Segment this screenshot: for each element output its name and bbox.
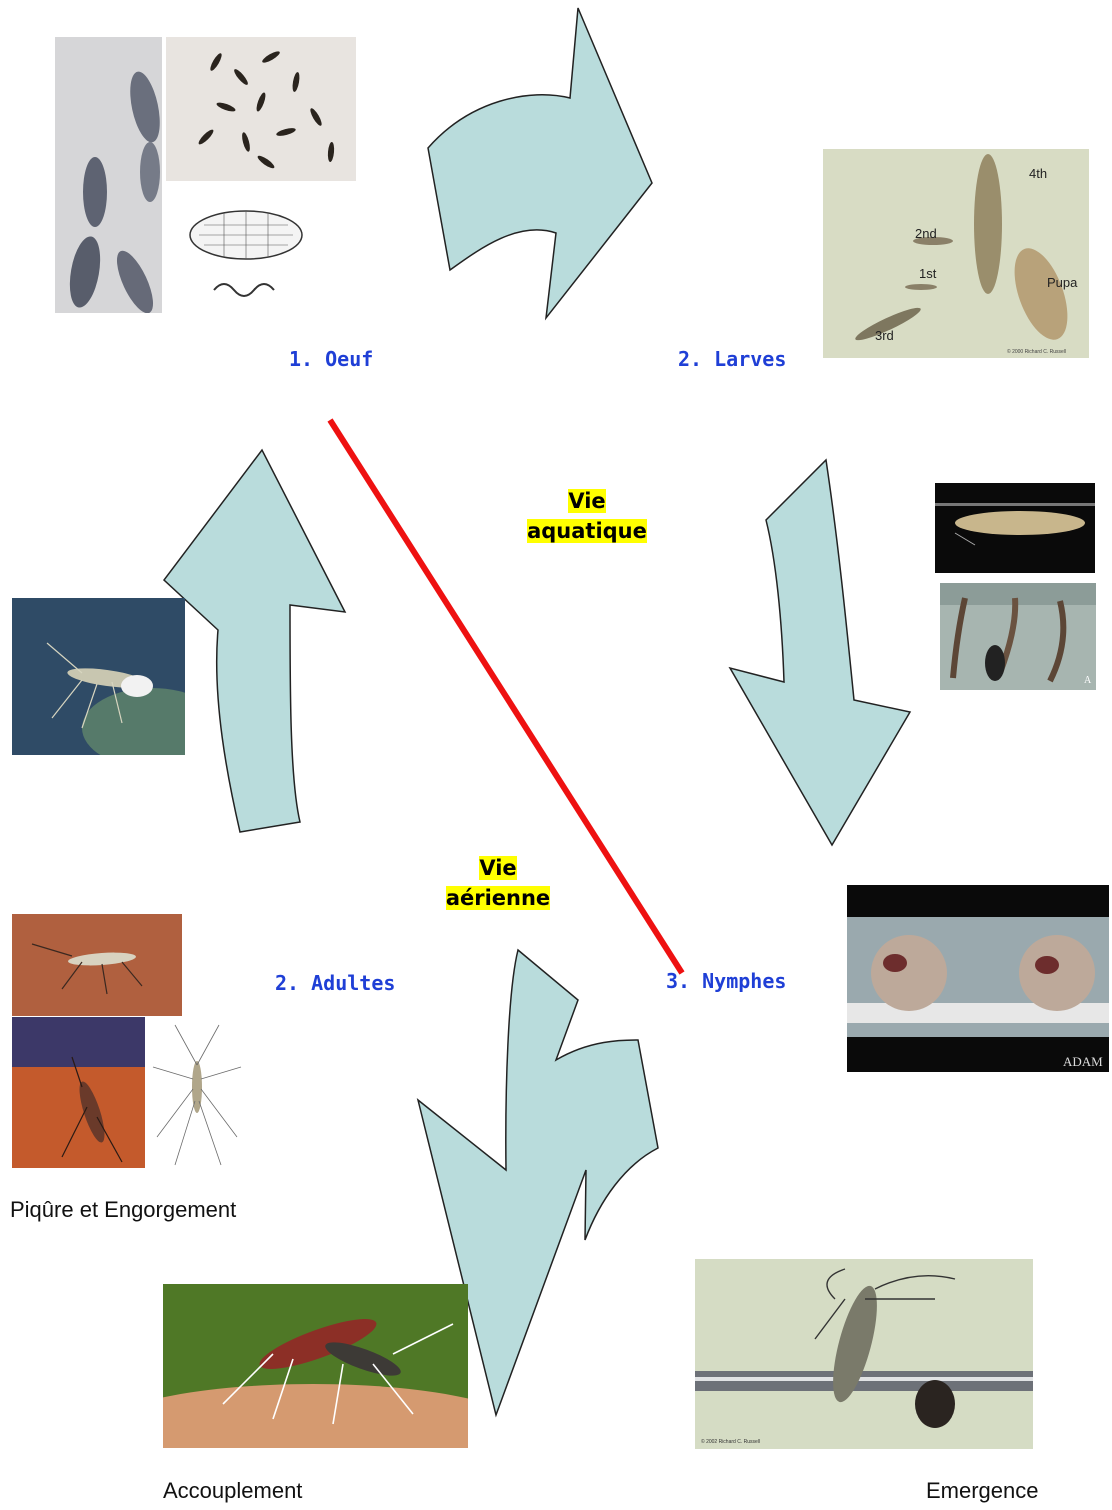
arrow-egg-to-larvae	[428, 8, 652, 318]
zone-aquatic-line2: aquatique	[527, 519, 647, 543]
larva-1st-label: 1st	[919, 266, 936, 281]
stage-label-larvae: 2. Larves	[678, 347, 786, 371]
caption-feeding: Piqûre et Engorgement	[10, 1197, 236, 1223]
pupae-photo-watermark: ADAM	[1063, 1054, 1103, 1070]
larva-3rd-label: 3rd	[875, 328, 894, 343]
pupa-label: Pupa	[1047, 275, 1077, 290]
stage-label-adults: 2. Adultes	[275, 971, 395, 995]
zone-label-aquatic: Vie aquatique	[512, 486, 662, 546]
pupae-photo: ADAM	[847, 885, 1109, 1072]
larvae-hanging-photo: A	[940, 583, 1096, 690]
mating-mosquitoes-photo	[163, 1284, 468, 1448]
egg-raft-photo	[55, 37, 162, 313]
egg-drawing	[184, 190, 308, 310]
larvae-stages-photo: 4th 2nd 1st 3rd Pupa © 2000 Richard C. R…	[823, 149, 1089, 358]
zone-aerial-line1: Vie	[479, 856, 516, 880]
zone-aquatic-line1: Vie	[568, 489, 605, 513]
larva-4th-label: 4th	[1029, 166, 1047, 181]
caption-mating: Accouplement	[163, 1478, 302, 1504]
stage-label-egg: 1. Oeuf	[289, 347, 373, 371]
caption-emergence: Emergence	[926, 1478, 1039, 1504]
egg-laying-mosquito-photo	[12, 598, 185, 755]
mosquito-on-skin-photo	[12, 914, 182, 1016]
stage-label-pupae: 3. Nymphes	[666, 969, 786, 993]
emergence-photo-credit: © 2002 Richard C. Russell	[701, 1439, 760, 1445]
mosquito-drawing	[145, 1017, 248, 1168]
arrow-adults-to-egg	[164, 450, 345, 832]
larvae-photo-watermark: A	[1084, 675, 1091, 686]
larva-2nd-label: 2nd	[915, 226, 937, 241]
arrow-larvae-to-pupae	[730, 460, 910, 845]
zone-label-aerial: Vie aérienne	[423, 853, 573, 913]
larvae-photo-credit: © 2000 Richard C. Russell	[1007, 349, 1066, 355]
zone-aerial-line2: aérienne	[446, 886, 550, 910]
emergence-photo: © 2002 Richard C. Russell	[695, 1259, 1033, 1449]
larva-surface-photo	[935, 483, 1095, 573]
scattered-eggs-photo	[166, 37, 356, 181]
biting-mosquito-photo	[12, 1017, 145, 1168]
